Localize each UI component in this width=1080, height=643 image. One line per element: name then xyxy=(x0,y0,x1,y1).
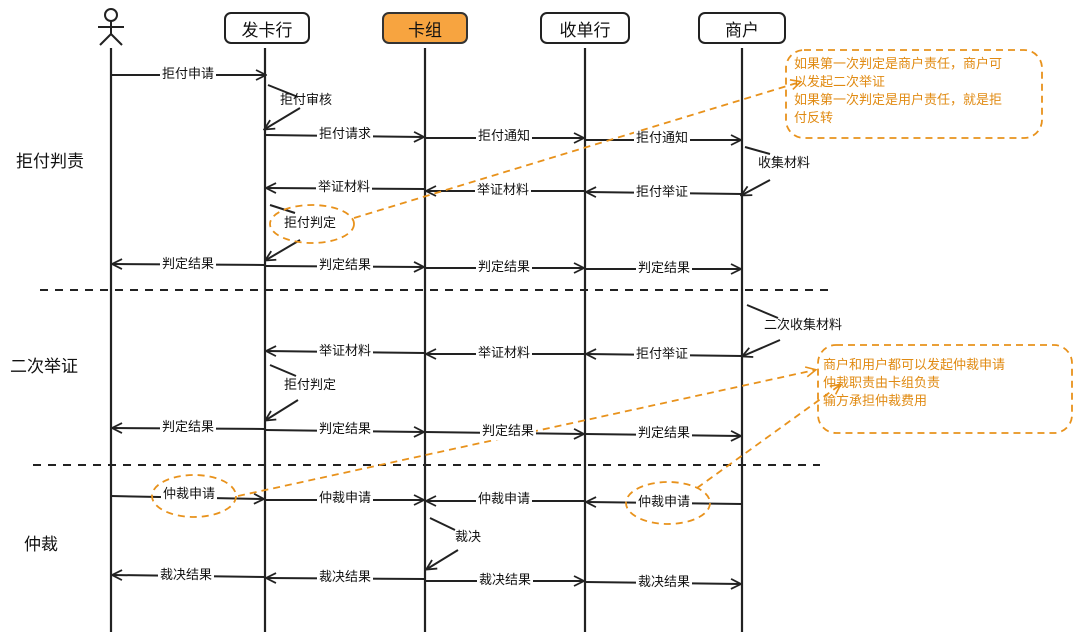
message-label: 判定结果 xyxy=(479,424,537,440)
actor-issuer: 发卡行 xyxy=(224,12,310,44)
note-line: 以发起二次举证 xyxy=(794,75,886,90)
actor-acquirer-label: 收单行 xyxy=(559,20,611,41)
message-label: 拒付举证 xyxy=(633,347,691,363)
phase-separators xyxy=(33,289,830,466)
self-arrow xyxy=(742,146,771,195)
message-label: 拒付通知 xyxy=(633,131,691,147)
message-label: 拒付通知 xyxy=(475,129,533,145)
message-label: 裁决 xyxy=(455,530,482,545)
connector xyxy=(237,370,815,497)
actor-card-org-label: 卡组 xyxy=(408,20,442,41)
message-label: 仲裁申请 xyxy=(475,492,533,508)
actor-card-org: 卡组 xyxy=(382,12,468,44)
message-label: 拒付申请 xyxy=(159,67,217,83)
message-label: 判定结果 xyxy=(159,257,217,273)
highlight-ellipse xyxy=(625,481,711,525)
note-box xyxy=(817,344,1073,434)
message-label: 拒付判定 xyxy=(284,378,337,393)
message-label: 仲裁申请 xyxy=(316,491,374,507)
message-label: 裁决结果 xyxy=(157,568,215,584)
note-second-submission: 如果第一次判定是商户责任，商户可 以发起二次举证 如果第一次判定是用户责任，就是… xyxy=(794,56,1002,128)
message-label: 举证材料 xyxy=(315,180,373,196)
message-label: 判定结果 xyxy=(316,422,374,438)
note-line: 如果第一次判定是用户责任，就是拒 xyxy=(794,93,1003,108)
message-label: 举证材料 xyxy=(474,183,532,199)
connector xyxy=(353,82,800,219)
actor-merchant-label: 商户 xyxy=(725,20,759,41)
highlight-ellipse xyxy=(151,474,237,518)
message-label: 拒付请求 xyxy=(316,127,374,143)
connector xyxy=(696,385,840,489)
message-label: 裁决结果 xyxy=(635,575,693,591)
note-line: 仲裁职责由卡组负责 xyxy=(823,376,941,391)
message-label: 裁决结果 xyxy=(476,573,534,589)
stick-figure-icon xyxy=(98,8,124,46)
note-box xyxy=(785,49,1043,139)
lifelines xyxy=(109,48,744,632)
self-arrow xyxy=(427,517,459,569)
self-arrow xyxy=(743,304,781,356)
message-label: 判定结果 xyxy=(159,420,217,436)
highlight-ellipse xyxy=(269,204,355,244)
message-label: 拒付举证 xyxy=(633,185,691,201)
note-line: 如果第一次判定是商户责任，商户可 xyxy=(794,57,1003,72)
message-label: 裁决结果 xyxy=(316,570,374,586)
self-arrow xyxy=(266,204,301,260)
message-label: 判定结果 xyxy=(635,261,693,277)
message-label: 收集材料 xyxy=(758,156,811,171)
actor-issuer-label: 发卡行 xyxy=(241,20,293,41)
self-arrow xyxy=(266,364,299,420)
phase-second: 二次举证 xyxy=(10,357,78,377)
self-arrow xyxy=(265,84,301,129)
note-arbitration: 商户和用户都可以发起仲裁申请 仲裁职责由卡组负责 输方承担仲裁费用 xyxy=(823,357,1005,411)
message-label: 判定结果 xyxy=(316,258,374,274)
message-label: 举证材料 xyxy=(316,344,374,360)
message-label: 拒付审核 xyxy=(280,93,333,108)
actor-merchant: 商户 xyxy=(698,12,786,44)
message-label: 判定结果 xyxy=(635,426,693,442)
note-line: 输方承担仲裁费用 xyxy=(823,394,928,409)
message-label: 二次收集材料 xyxy=(764,318,843,333)
note-line: 付反转 xyxy=(794,111,834,126)
note-line: 商户和用户都可以发起仲裁申请 xyxy=(823,358,1006,373)
annotations xyxy=(151,49,1073,525)
actor-acquirer: 收单行 xyxy=(540,12,630,44)
message-label: 仲裁申请 xyxy=(635,495,693,511)
message-label: 判定结果 xyxy=(475,260,533,276)
message-label: 举证材料 xyxy=(475,346,533,362)
message-label: 拒付判定 xyxy=(284,216,337,231)
phase-chargeback: 拒付判责 xyxy=(16,152,84,172)
phase-arbitration: 仲裁 xyxy=(24,535,58,555)
message-label: 仲裁申请 xyxy=(160,487,218,503)
